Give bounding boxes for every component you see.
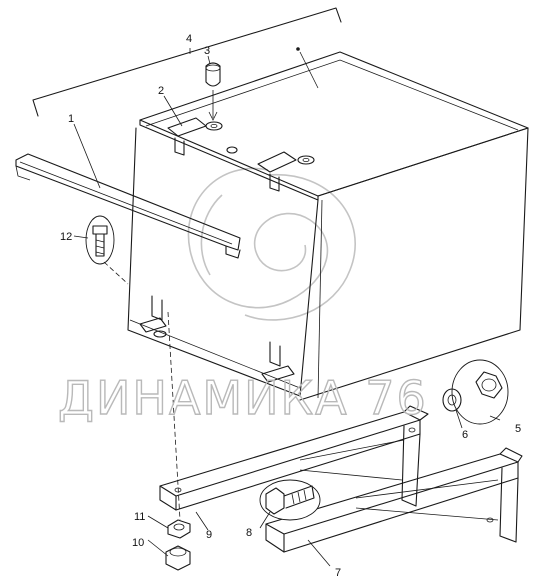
label-8: 8 (246, 527, 252, 539)
label-2: 2 (158, 85, 164, 97)
nut-10 (165, 545, 191, 571)
label-3: 3 (204, 45, 210, 57)
label-9: 9 (206, 529, 212, 541)
bolt-12-callout (85, 215, 115, 265)
label-11: 11 (134, 511, 145, 523)
nut-washer-callout (442, 359, 509, 425)
bolt-3 (205, 62, 221, 121)
mounting-bracket-9 (159, 405, 429, 511)
label-6: 6 (462, 429, 468, 441)
front-latch-left (139, 295, 167, 338)
leader-lines (73, 55, 501, 567)
guide-rail (15, 153, 241, 259)
washer-11 (167, 519, 191, 539)
part-labels: 1 2 3 4 5 6 7 8 9 10 11 12 (60, 33, 521, 579)
bolt-8-callout (259, 479, 321, 521)
battery-box (127, 47, 529, 401)
watermark-text: ДИНАМИКА 76 (58, 371, 428, 425)
label-10: 10 (132, 537, 144, 549)
lid-handle-left (167, 117, 238, 156)
lid-handle-right (257, 151, 315, 192)
label-5: 5 (515, 423, 521, 435)
front-latch-right (261, 341, 295, 383)
assembly-lines (103, 261, 181, 521)
label-1: 1 (68, 113, 74, 125)
watermark-logo (187, 167, 356, 321)
label-4: 4 (186, 33, 192, 45)
mounting-bracket-7 (265, 447, 523, 553)
label-7: 7 (335, 567, 341, 579)
assembly-bracket-4 (32, 7, 342, 117)
label-12: 12 (60, 231, 72, 243)
